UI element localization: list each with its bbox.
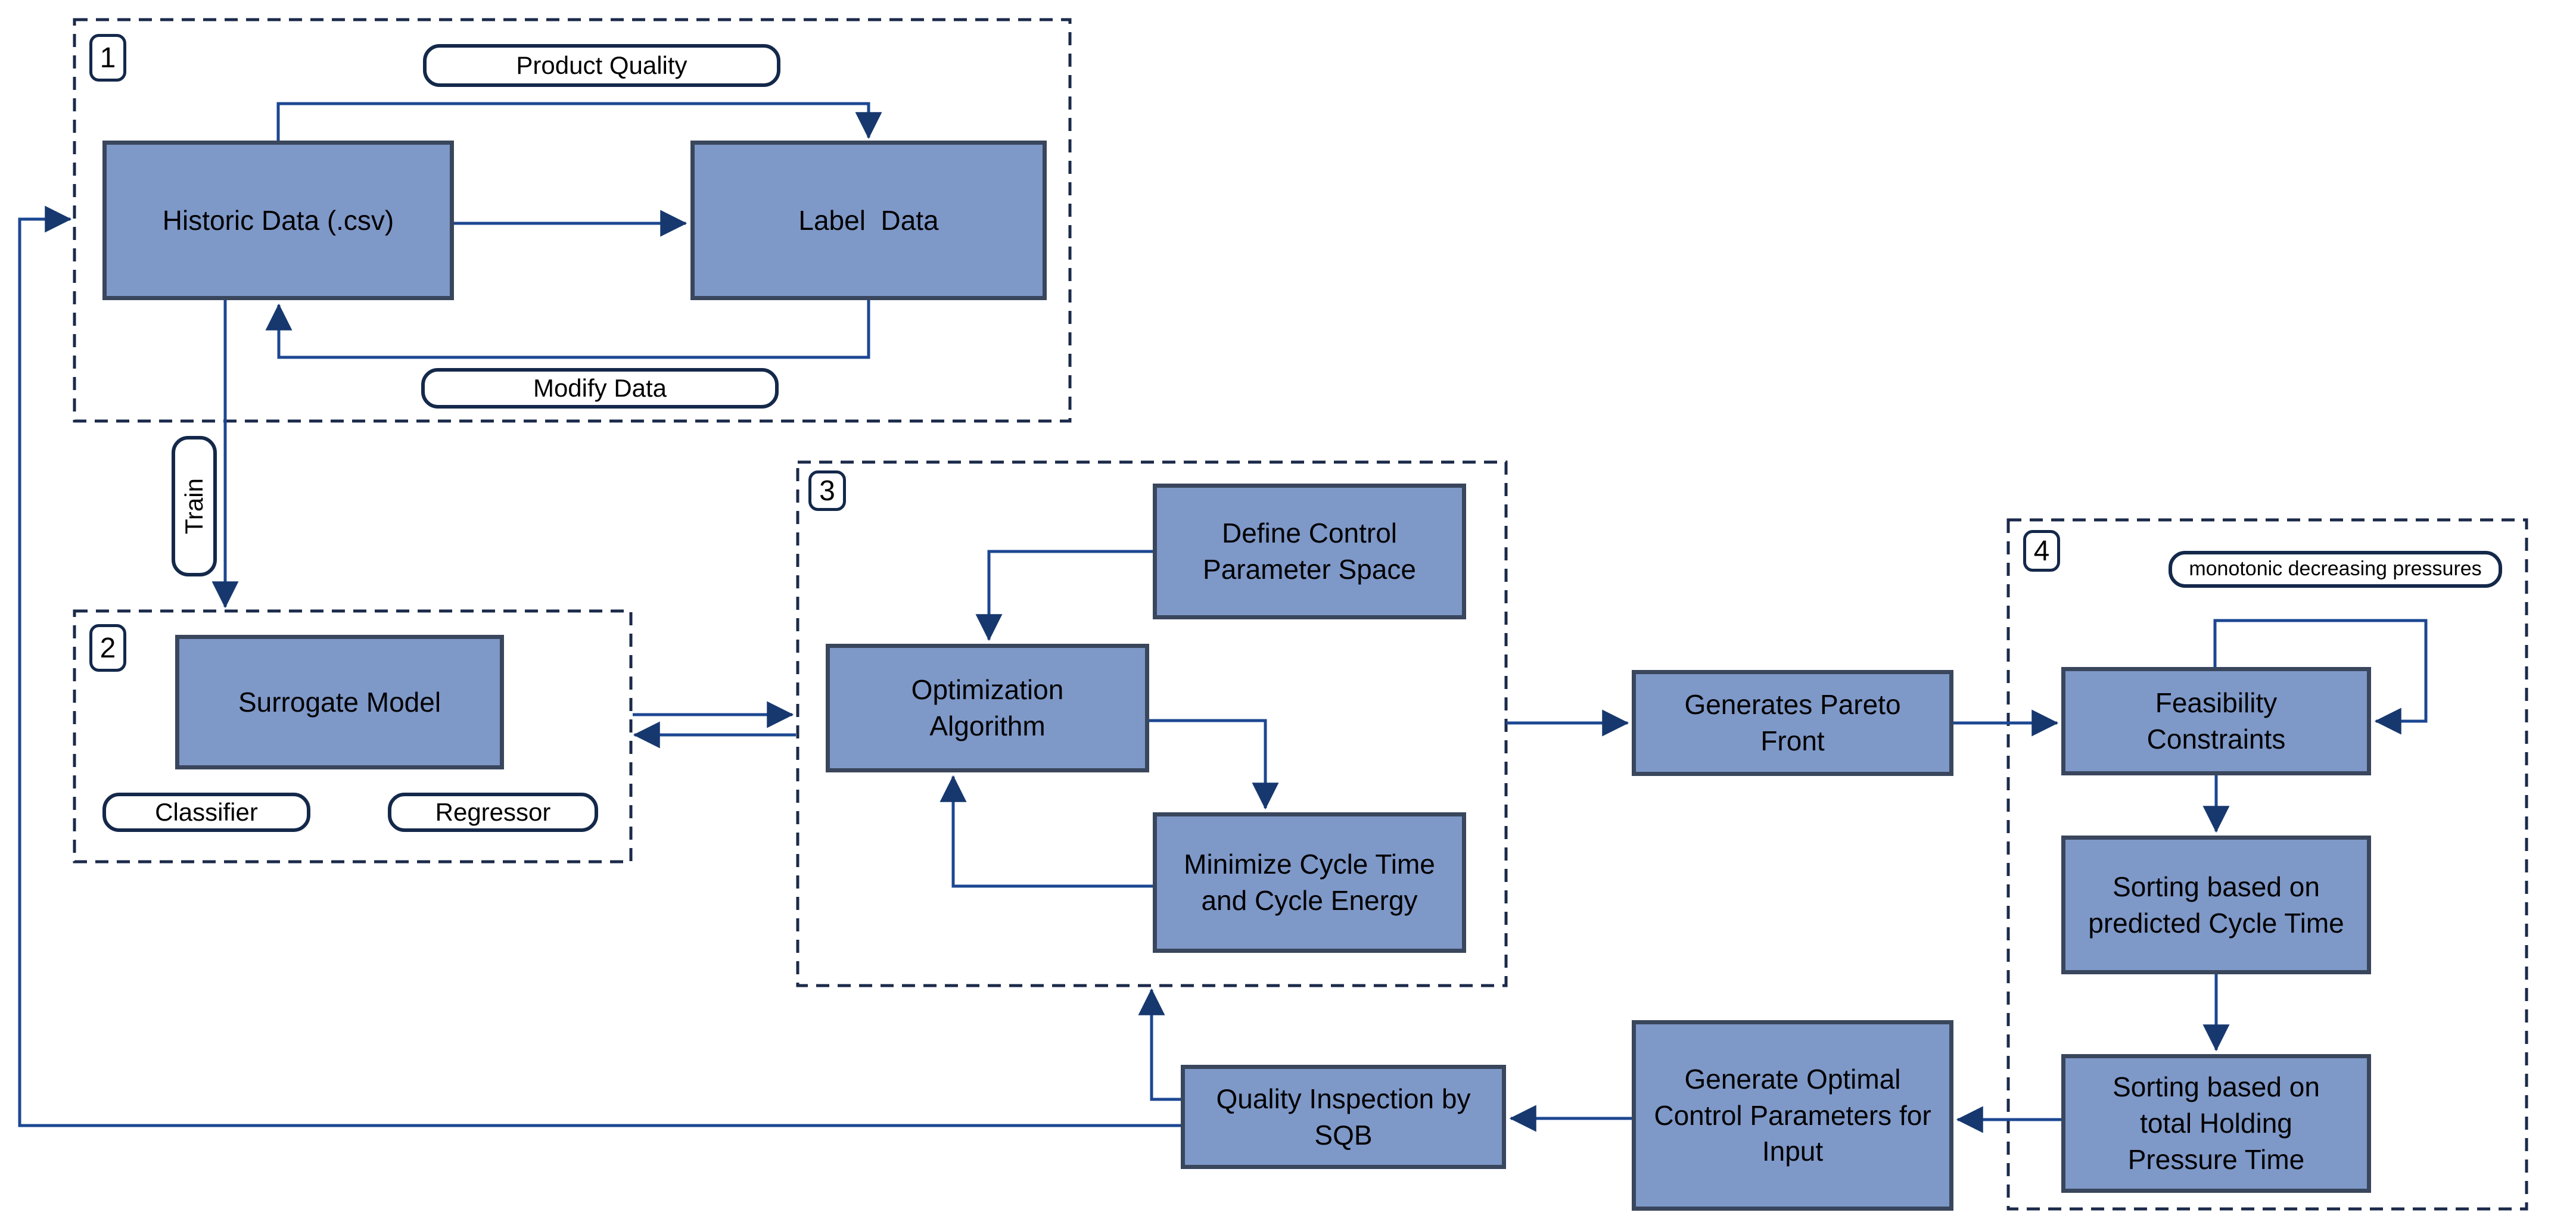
section-2-frame [73,609,633,864]
section-2-badge: 2 [89,624,126,672]
generate-optimal-parameters-box: Generate Optimal Control Parameters for … [1632,1020,1953,1211]
section-4-badge: 4 [2023,530,2060,572]
modify-data-tag: Modify Data [421,368,779,409]
modify-data-loop-arrow [265,300,870,359]
global-feedback-arrow [18,205,1181,1127]
quality-inspection-box: Quality Inspection by SQB [1181,1065,1506,1169]
minimize-to-optimization-arrow [939,775,1153,888]
quality-to-optimizer-arrow [1138,988,1181,1101]
minimize-cycle-time-energy-box: Minimize Cycle Time and Cycle Energy [1153,812,1466,953]
generates-pareto-front-box: Generates Pareto Front [1632,670,1953,776]
regressor-tag: Regressor [388,793,598,832]
define-control-parameter-space-box: Define Control Parameter Space [1153,484,1466,619]
section-3-badge: 3 [808,470,846,511]
section-1-badge: 1 [89,34,126,82]
sorting-predicted-cycle-time-box: Sorting based on predicted Cycle Time [2061,836,2371,974]
section-4-frame [2006,518,2528,1211]
classifier-tag: Classifier [102,793,310,832]
historic-data-box: Historic Data (.csv) [102,141,454,300]
train-tag-label: Train [179,478,208,535]
surrogate-model-box: Surrogate Model [175,635,504,769]
sorting-holding-pressure-time-box: Sorting based on total Holding Pressure … [2061,1054,2371,1193]
monotonic-pressures-tag: monotonic decreasing pressures [2169,551,2502,588]
define-to-optimization-arrow [975,550,1153,641]
optimization-to-minimize-arrow [1149,719,1279,810]
optimization-algorithm-box: Optimization Algorithm [826,644,1149,772]
feasibility-constraints-box: Feasibility Constraints [2061,667,2371,775]
product-quality-loop-arrow [276,102,882,141]
feasibility-self-loop-arrow [2213,619,2428,735]
product-quality-tag: Product Quality [423,44,780,87]
label-data-box: Label Data [690,141,1047,300]
train-tag: Train [172,436,217,576]
section-1-frame [73,18,1072,423]
